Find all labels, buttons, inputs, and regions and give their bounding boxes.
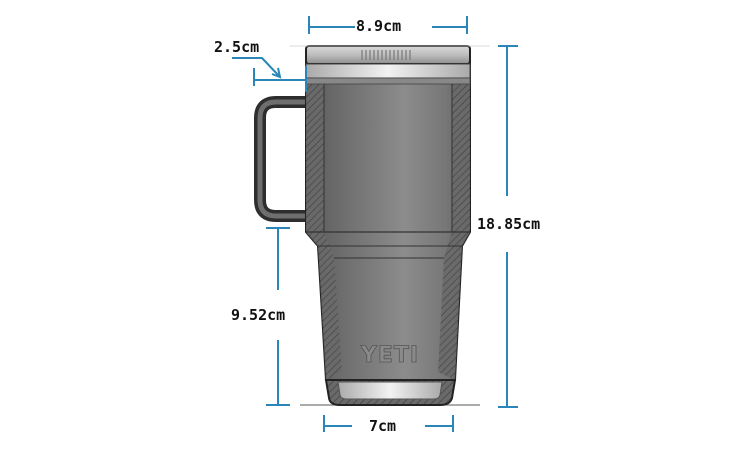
base-width-label: 7cm: [369, 417, 397, 435]
handle-offset-label: 2.5cm: [214, 38, 260, 56]
top-width-label: 8.9cm: [356, 17, 402, 35]
brand-logo: YETI: [360, 343, 419, 368]
handle: [254, 96, 308, 222]
total-height-label: 18.85cm: [477, 215, 541, 233]
mug-body: [305, 61, 471, 381]
lid: [305, 45, 471, 85]
base-ring: [324, 379, 457, 406]
dimension-lines: [232, 16, 518, 432]
base-height-label: 9.52cm: [231, 306, 286, 324]
